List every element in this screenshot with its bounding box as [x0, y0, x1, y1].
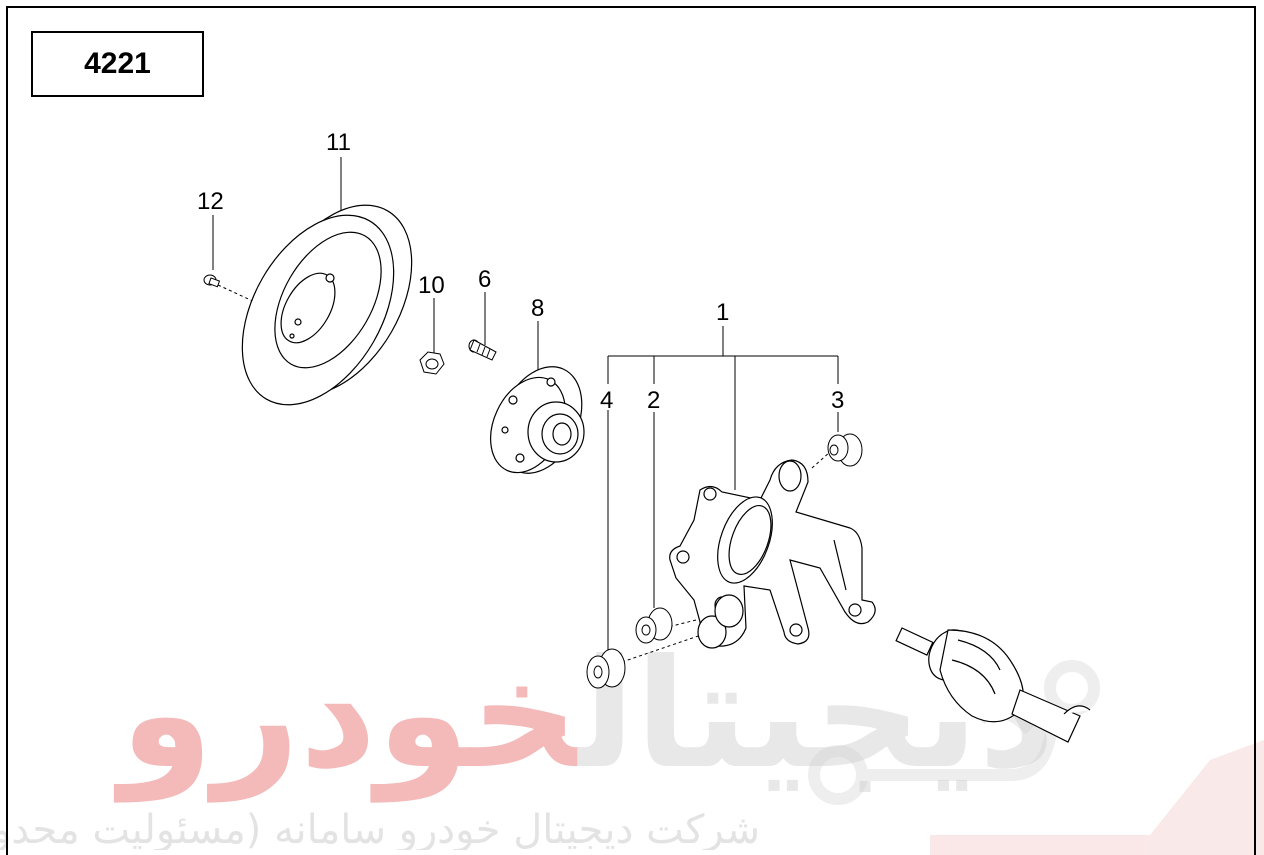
- watermark-subtitle: شرکت دیجیتال خودرو سامانه (مسئولیت محدود…: [0, 810, 760, 850]
- part-12-screw: [203, 274, 221, 288]
- part-1-knuckle: [669, 459, 876, 649]
- callout-labels: 11 12 10 6 8 1 4 2 3: [197, 129, 844, 414]
- label-2: 2: [647, 387, 660, 414]
- label-1: 1: [716, 299, 729, 326]
- part-8-wheel-hub: [490, 366, 585, 474]
- label-6: 6: [478, 266, 491, 293]
- part-6-bolt: [468, 339, 497, 361]
- leader-lines: [212, 157, 839, 650]
- part-11-brake-disc: [241, 204, 413, 406]
- diagram-code: 4221: [31, 31, 204, 97]
- label-11: 11: [326, 129, 351, 156]
- part-2-bushing: [635, 607, 673, 644]
- label-10: 10: [418, 272, 445, 299]
- label-4: 4: [600, 387, 613, 414]
- diagram-frame: [6, 6, 1256, 855]
- part-10-nut: [419, 351, 445, 375]
- part-3-bushing: [827, 433, 863, 467]
- part-4-bushing: [586, 648, 626, 689]
- label-3: 3: [831, 387, 844, 414]
- label-8: 8: [531, 295, 544, 322]
- label-12: 12: [197, 188, 224, 215]
- watermark-brand-b: خودرو: [120, 628, 579, 802]
- drive-shaft: [895, 627, 1091, 743]
